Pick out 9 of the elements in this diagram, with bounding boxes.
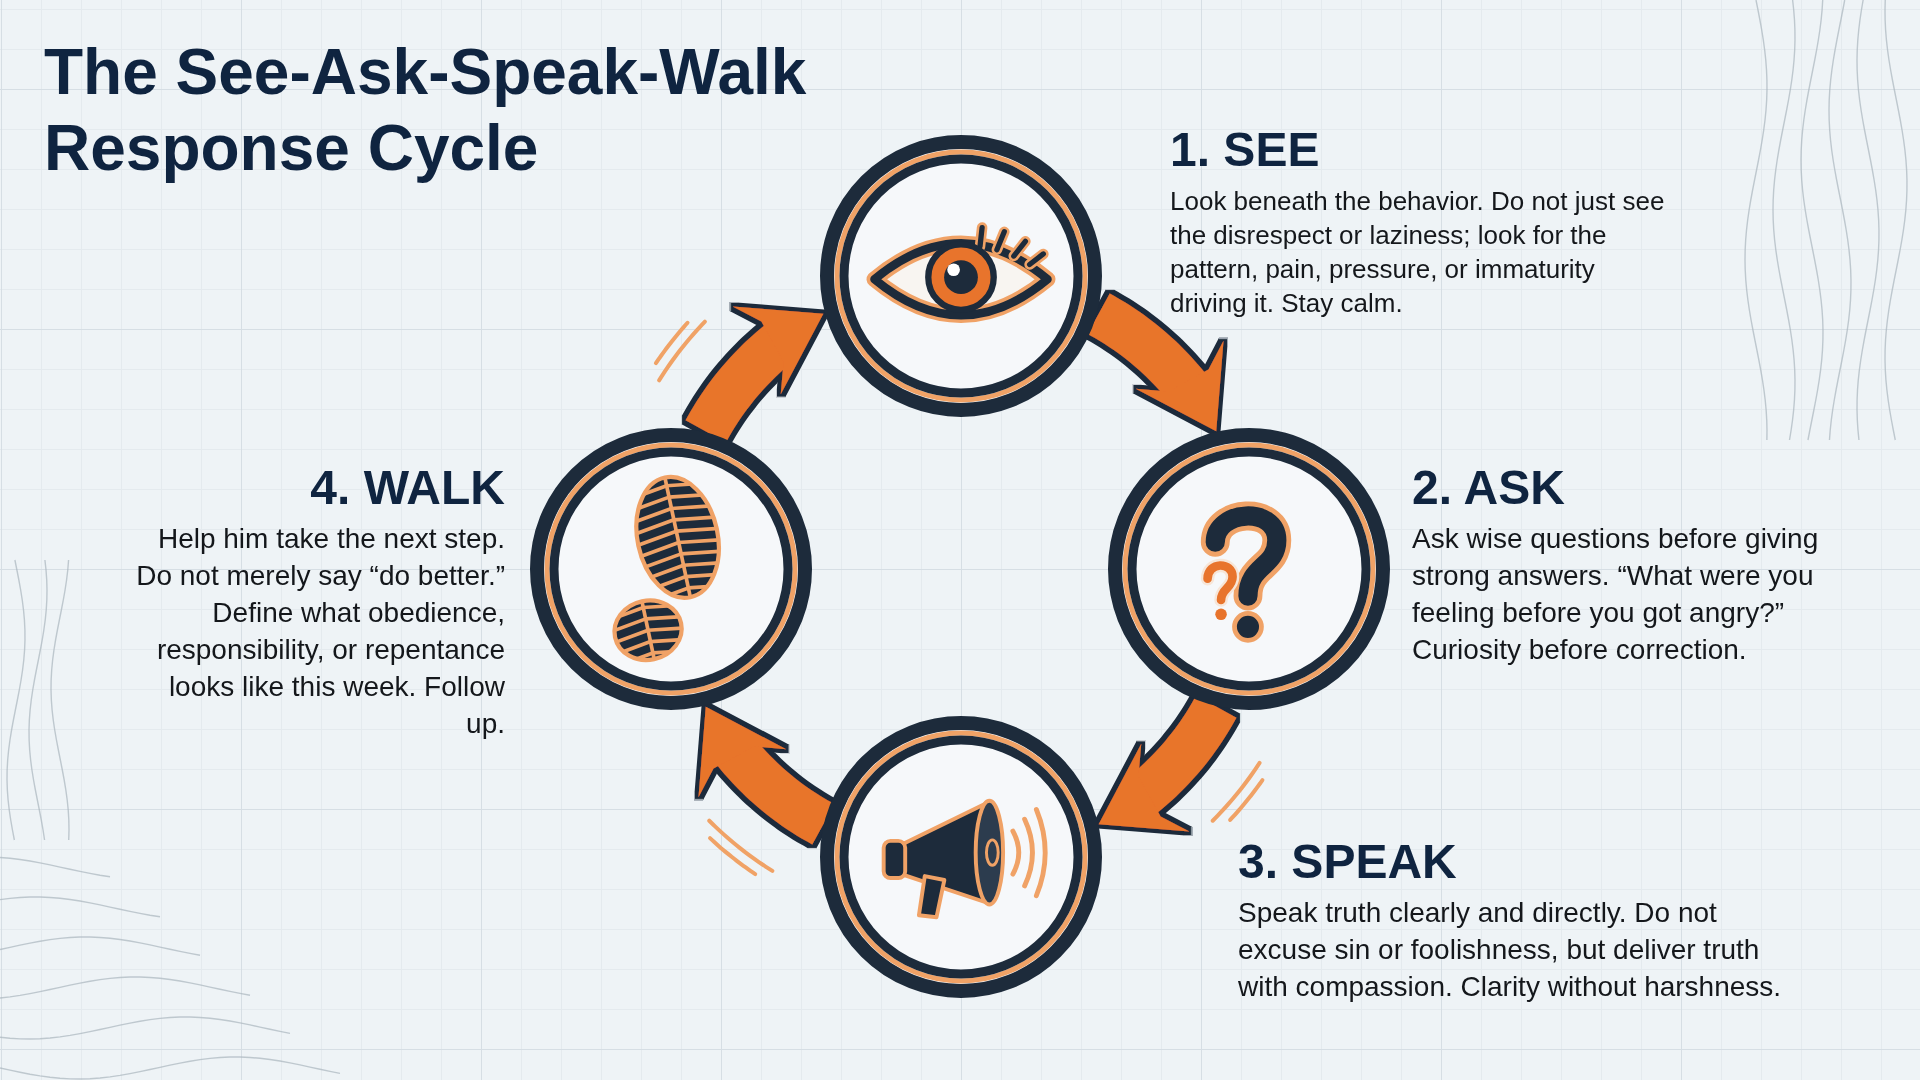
step-description: Help him take the next step. Do not merely say “do better.” Define what obedience, responsibility, or repentance looks like this week. Follow up. [135,522,505,741]
diagram-title: The See-Ask-Speak-Walk Response Cycle [44,35,808,186]
step-description: Look beneath the behavior. Do not just see the disrespect or laziness; look for the pattern, pain, pressure, or immaturity driving it. Stay calm. [1170,185,1666,320]
step-heading: 1. SEE [1170,124,1321,177]
step-description: Ask wise questions before giving strong answers. “What were you feeling before you got angry?” Curiosity before correction. [1412,522,1820,667]
step-description: Speak truth clearly and directly. Do not excuse sin or foolishness, but deliver truth with compassion. Clarity without harshness. [1238,896,1783,1004]
step-heading: 4. WALK [309,462,505,515]
step-heading: 3. SPEAK [1238,836,1458,889]
step-heading: 2. ASK [1412,462,1566,515]
